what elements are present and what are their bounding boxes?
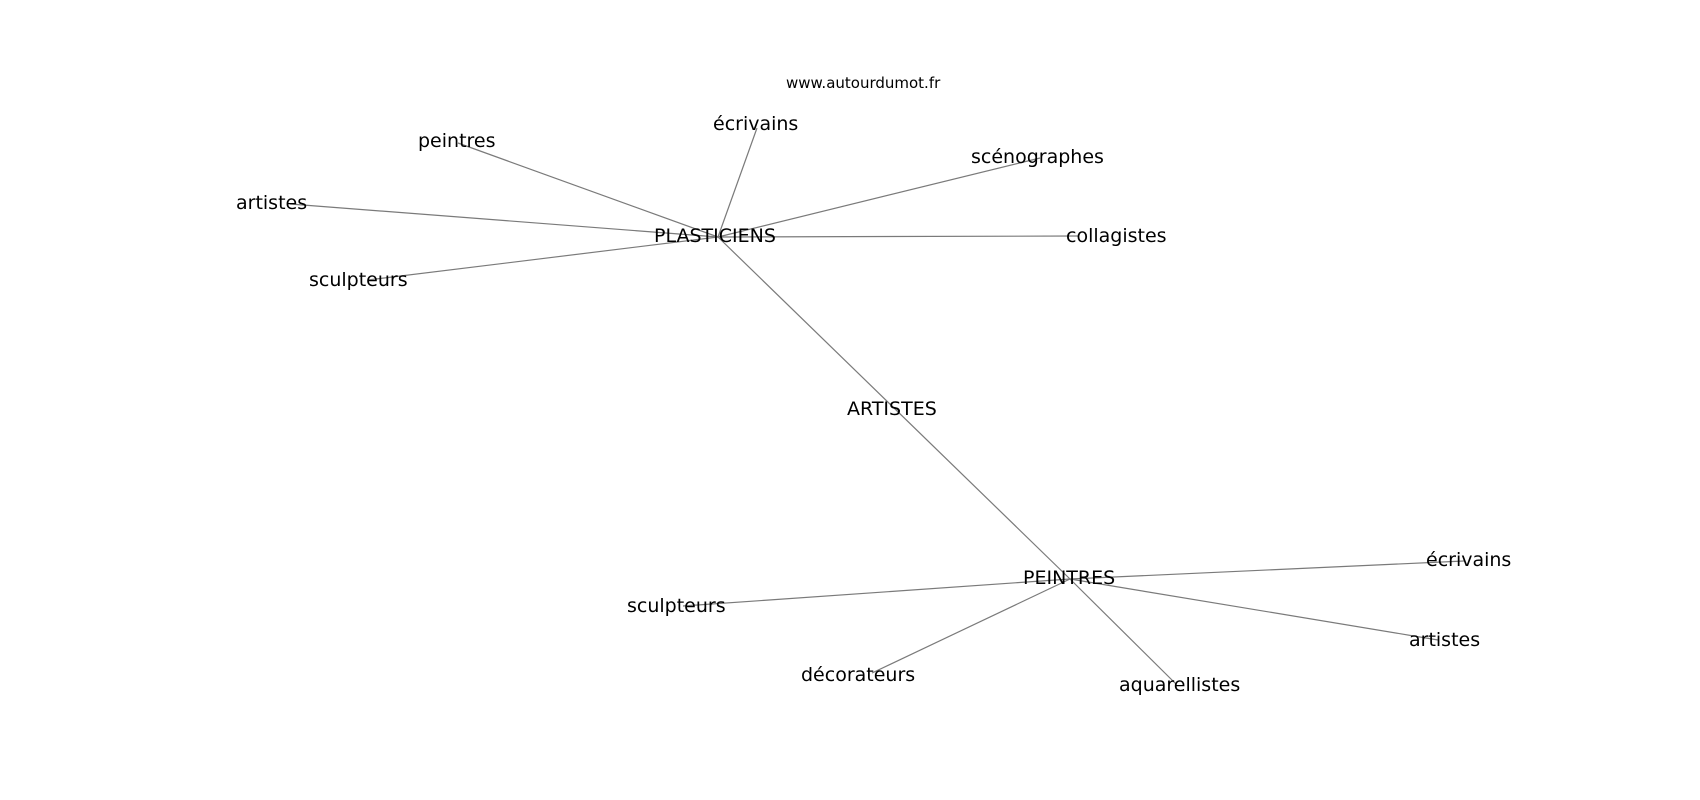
watermark-text: www.autourdumot.fr: [786, 74, 941, 92]
node-hub-peintres[interactable]: PEINTRES: [1023, 567, 1115, 589]
node-plasticiens-ecrivains[interactable]: écrivains: [713, 113, 798, 135]
edge-plasticiens-scenographes: [717, 157, 1041, 238]
edge-plasticiens-peintres: [717, 236, 1071, 580]
edge-peintres-decorateurs: [871, 578, 1071, 674]
edge-peintres-ecrivains: [1069, 560, 1465, 580]
node-peintres-decorateurs[interactable]: décorateurs: [801, 664, 915, 686]
labels-group: www.autourdumot.fr ARTISTES PLASTICIENS …: [236, 74, 1511, 696]
node-plasticiens-artistes[interactable]: artistes: [236, 192, 307, 214]
edge-peintres-artistes: [1069, 578, 1439, 641]
edge-plasticiens-collagistes: [717, 235, 1079, 238]
edge-plasticiens-ecrivains: [717, 127, 758, 238]
edge-peintres-sculpteurs: [682, 578, 1071, 607]
node-center-artistes[interactable]: ARTISTES: [847, 398, 937, 420]
edge-peintres-aquarellistes: [1069, 578, 1177, 685]
node-plasticiens-collagistes[interactable]: collagistes: [1066, 225, 1167, 247]
node-peintres-ecrivains[interactable]: écrivains: [1426, 549, 1511, 571]
edges-group: [289, 127, 1465, 685]
edge-plasticiens-sculpteurs: [367, 236, 719, 281]
node-plasticiens-scenographes[interactable]: scénographes: [971, 146, 1104, 168]
node-plasticiens-sculpteurs[interactable]: sculpteurs: [309, 269, 408, 291]
edge-plasticiens-artistes: [289, 203, 719, 238]
node-plasticiens-peintres[interactable]: peintres: [418, 130, 496, 152]
node-peintres-artistes[interactable]: artistes: [1409, 629, 1480, 651]
node-peintres-sculpteurs[interactable]: sculpteurs: [627, 595, 726, 617]
node-peintres-aquarellistes[interactable]: aquarellistes: [1119, 674, 1240, 696]
edge-plasticiens-peintres-leaf: [457, 142, 719, 238]
node-hub-plasticiens[interactable]: PLASTICIENS: [654, 225, 776, 247]
